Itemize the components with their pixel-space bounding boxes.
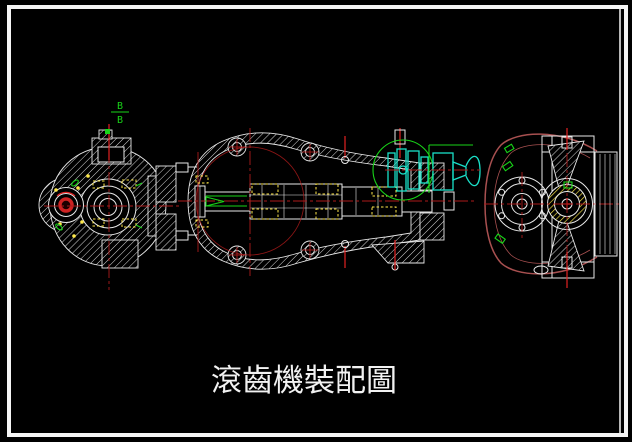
main-shaft xyxy=(194,183,433,220)
main-section-view xyxy=(175,128,481,276)
knob-cone xyxy=(465,155,481,187)
section-label-bottom: B xyxy=(117,115,123,126)
drawing-title: 滾齒機裝配圖 xyxy=(211,363,397,399)
handwheel xyxy=(372,139,481,201)
right-side-view xyxy=(484,128,619,288)
bolt-flange xyxy=(494,172,550,238)
pulley xyxy=(594,151,618,257)
red-hub-ring xyxy=(58,197,74,213)
left-section-view xyxy=(38,126,180,290)
sheet-frame xyxy=(7,5,628,437)
section-marker: B B xyxy=(105,101,129,160)
section-label-top: B xyxy=(117,101,123,112)
section-arrow-mark xyxy=(105,129,110,134)
